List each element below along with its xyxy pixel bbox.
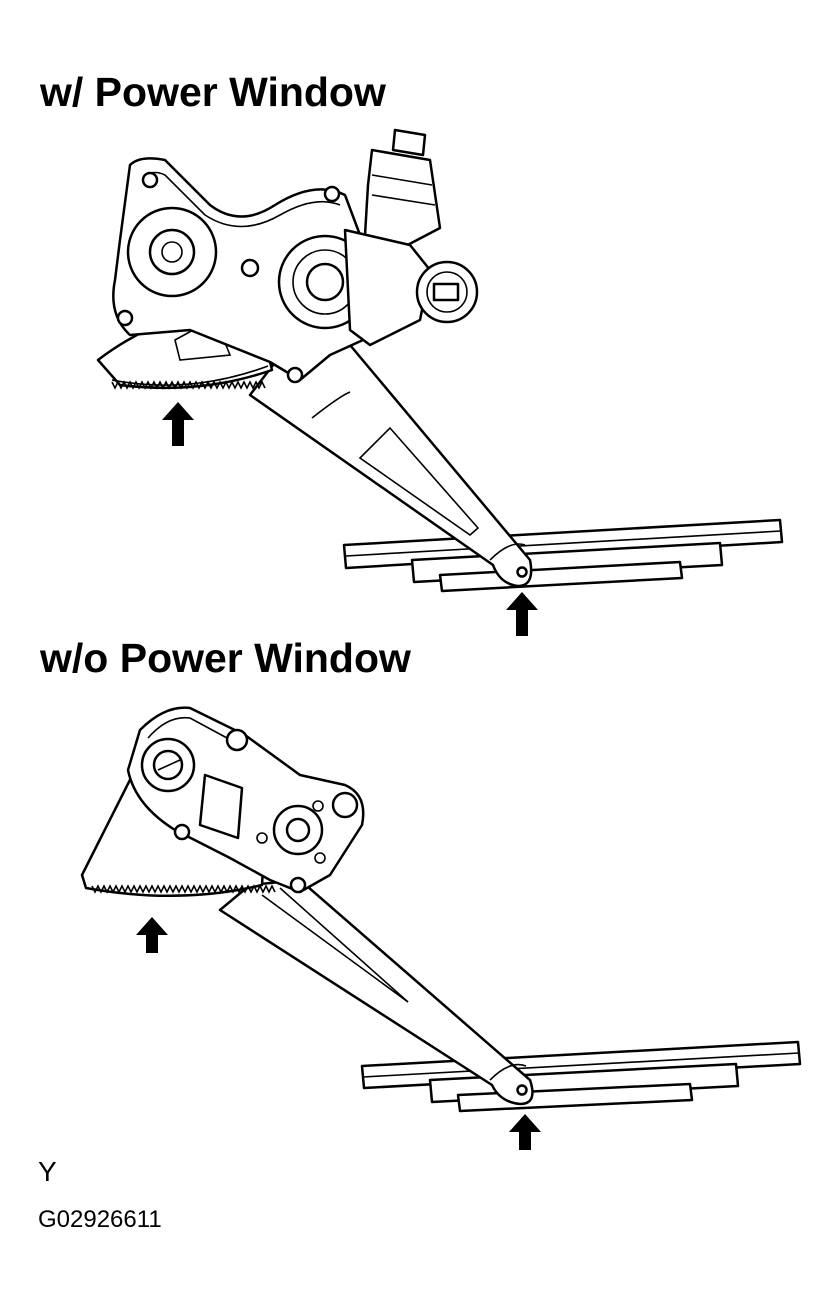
arrow-up-icon: [509, 1114, 541, 1150]
diagram-letter-code: Y: [38, 1156, 57, 1187]
arrow-up-icon: [506, 592, 538, 636]
window-regulator-motor: [277, 128, 479, 347]
window-regulator-manual: [126, 706, 365, 894]
manual-regulator-assembly: [80, 706, 802, 1150]
power-regulator-assembly: [96, 128, 784, 636]
heading-without-power-window: w/o Power Window: [40, 635, 411, 681]
heading-with-power-window: w/ Power Window: [40, 69, 386, 115]
lift-arm-bottom: [218, 878, 534, 1106]
arrow-up-icon: [136, 917, 168, 953]
glass-channel-bottom: [360, 1040, 802, 1113]
arrow-up-icon: [162, 402, 194, 446]
lift-arm-top: [248, 328, 533, 588]
glass-channel-top: [342, 518, 784, 593]
figure-id: G02926611: [38, 1206, 162, 1233]
